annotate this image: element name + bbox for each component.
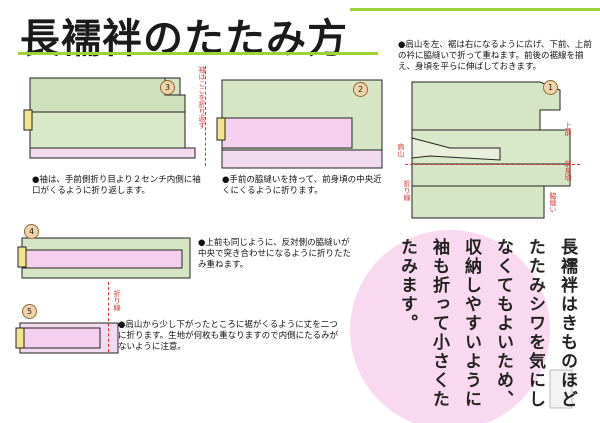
step2-badge: 2 — [353, 82, 368, 97]
kimono-icon — [549, 369, 573, 409]
main-text-col-3: なくてもよいため、 — [493, 238, 513, 409]
step4-garment-illustration — [17, 237, 191, 279]
step3-fold-guide — [205, 66, 206, 166]
pink-background-circle — [350, 230, 550, 423]
step1-fold-line — [405, 164, 580, 165]
main-text-col-5: 袖も折って小さくた — [429, 238, 449, 409]
fold-line-label-2: 折り線 — [113, 290, 121, 311]
uwamae-label: 上前 — [564, 122, 572, 136]
main-text-col-1: 長襦袢はきものほど — [557, 238, 577, 409]
top-rule — [350, 8, 600, 11]
step5-instruction: ●肩山から少し下がったところに裾がくるように丈を二つに折ります。生地が何枚も重な… — [118, 320, 339, 352]
step4-instruction: ●上前も同じように、反対側の脇縫いが中央で突き合わせになるように折りたたみ重ねま… — [198, 238, 352, 270]
step5-garment-illustration — [15, 322, 119, 354]
main-text-col-4: 収納しやすいように — [461, 238, 481, 409]
step3-instruction: ●袖は、手前側折り目より２センチ内側に袖口がくるように折り返します。 — [32, 175, 201, 196]
side-seam-label: 脇縫い — [549, 192, 557, 213]
step2-instruction: ●手前の脇縫いを持って、前身頃の中央近くにくるように折ります。 — [222, 175, 382, 196]
main-text-col-2: たたみシワを気にし — [525, 238, 545, 409]
step3-badge: 3 — [160, 80, 175, 95]
maemigoro-label: 前身頃 — [564, 160, 572, 181]
step5-badge: 5 — [22, 304, 37, 319]
sleeve-fold-note: 袖はここを折り返す — [198, 66, 206, 129]
shoulder-label: 肩山 — [397, 143, 405, 157]
step5-fold-guide — [108, 282, 109, 352]
step1-garment-illustration — [411, 81, 571, 219]
step1-badge: 1 — [543, 80, 558, 95]
main-text-col-6: たみます。 — [397, 238, 417, 333]
title-underline — [18, 52, 378, 55]
step1-instruction: ●肩山を左、裾は右になるように広げ、下前、上前の衿に脇縫いで折って重ねます。前後… — [398, 40, 592, 72]
step3-garment-illustration — [23, 77, 196, 159]
fold-line-label-1: 折り線 — [403, 180, 411, 201]
step4-badge: 4 — [24, 224, 39, 239]
